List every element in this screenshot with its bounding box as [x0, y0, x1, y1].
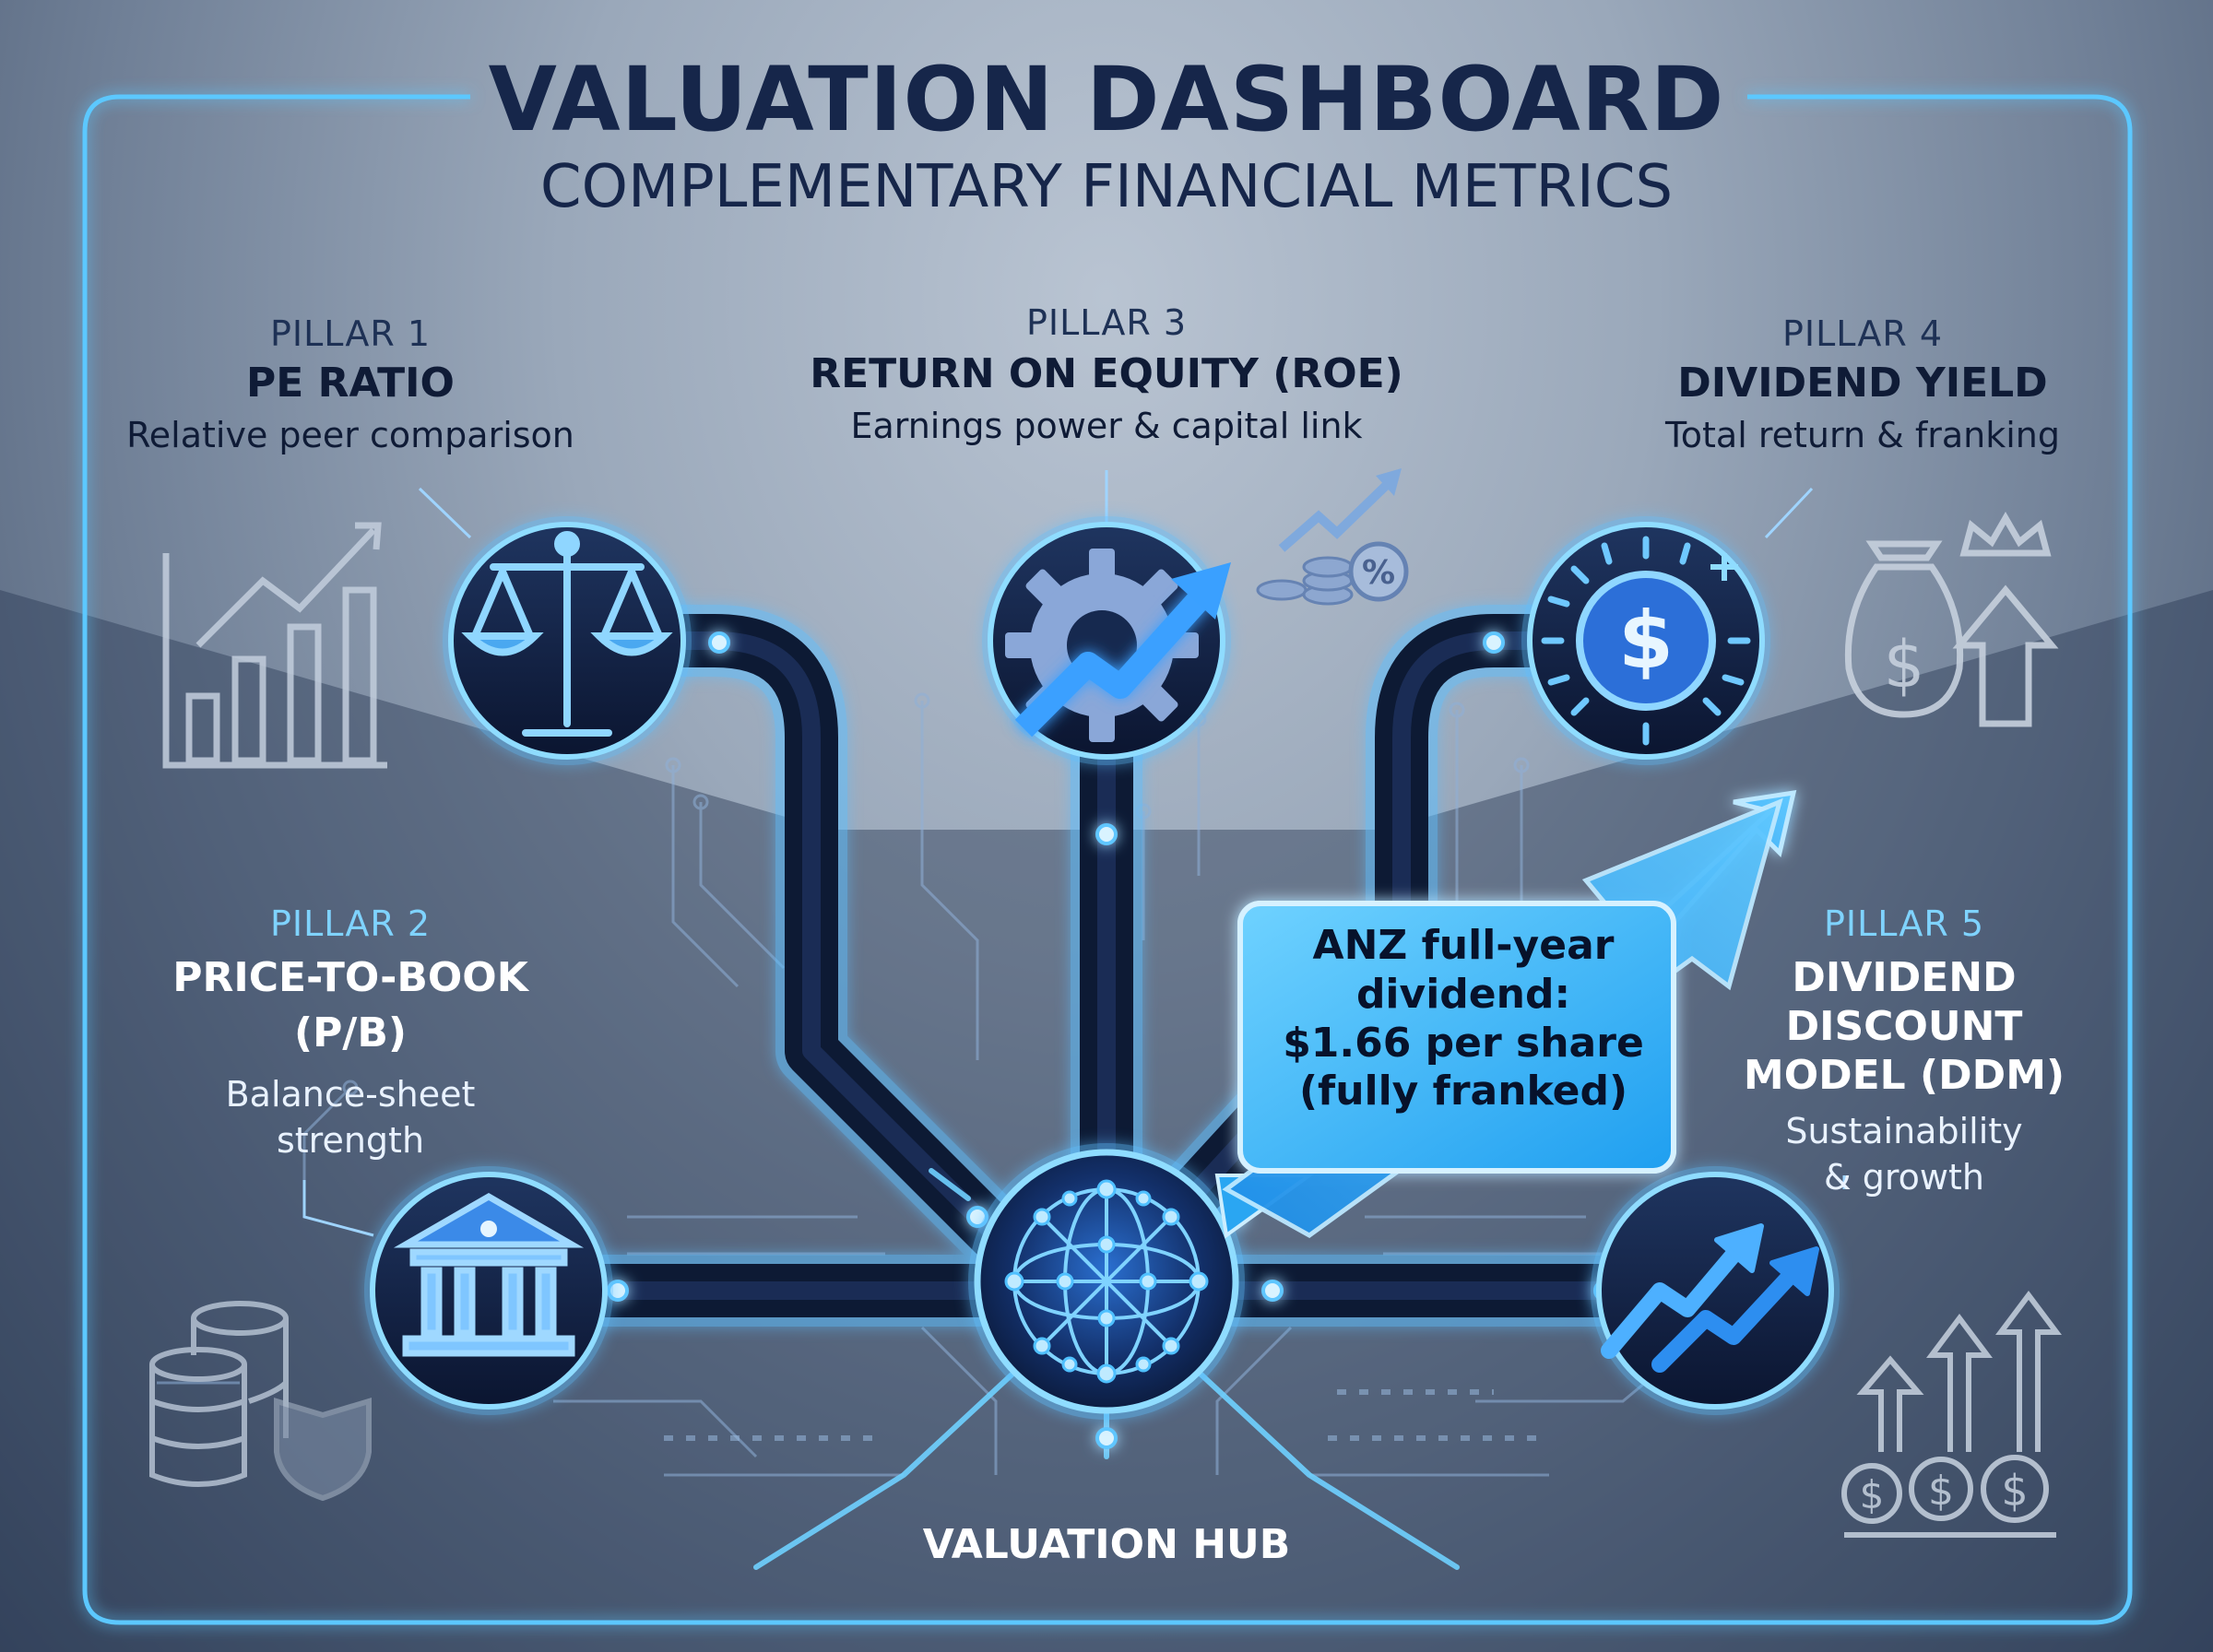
rising-arrow-icon — [1222, 797, 1783, 1238]
callout-line-2: dividend: — [1355, 970, 1571, 1018]
dollar-coins-arrows-icon: $ $ $ — [1841, 1291, 2062, 1538]
money-bag-crown-icon: $ — [1844, 511, 2059, 727]
bank-icon — [393, 1192, 585, 1357]
pillar-5-label: PILLAR 5 — [1824, 903, 1984, 944]
pillar-2-desc-line-2: strength — [276, 1120, 425, 1161]
svg-text:$: $ — [1884, 627, 1925, 702]
hub-label: VALUATION HUB — [922, 1521, 1291, 1568]
pillar-2-label: PILLAR 2 — [270, 903, 431, 944]
pillar-1-label: PILLAR 1 — [270, 313, 431, 354]
pillar-1-name: PE RATIO — [246, 360, 455, 407]
pillar-4-desc: Total return & franking — [1665, 415, 2060, 455]
growth-arrows-icon — [1601, 1223, 1819, 1373]
pillar-5-node[interactable] — [1591, 1166, 1840, 1415]
pillar-1-node[interactable] — [443, 516, 692, 765]
pillar-2-name-line-2: (P/B) — [293, 1009, 408, 1056]
leader-lines — [302, 470, 1846, 1237]
svg-text:%: % — [1362, 554, 1395, 592]
gear-arrow-icon — [1005, 549, 1231, 742]
pillar-5-name-line-2: DISCOUNT — [1785, 1003, 2023, 1050]
svg-text:$: $ — [1618, 595, 1674, 687]
pillar-5-name-line-1: DIVIDEND — [1792, 954, 2017, 1001]
frame-border — [82, 94, 2133, 1625]
dollar-coin-icon: $ — [1541, 536, 1751, 746]
pillar-3-name: RETURN ON EQUITY (ROE) — [810, 350, 1403, 397]
pillar-2-name-line-1: PRICE-TO-BOOK — [172, 954, 528, 1001]
svg-text:$: $ — [1928, 1468, 1954, 1515]
pillar-4-label: PILLAR 4 — [1782, 313, 1943, 354]
coin-stack-shield-icon — [149, 1301, 372, 1502]
pillar-4-name: DIVIDEND YIELD — [1677, 360, 2048, 407]
valuation-hub-node[interactable] — [968, 1143, 1245, 1420]
pillar-4-node[interactable]: $ — [1521, 516, 1770, 765]
pillar-2-node[interactable] — [364, 1166, 613, 1415]
bar-chart-icon — [162, 522, 387, 769]
page-subtitle: COMPLEMENTARY FINANCIAL METRICS — [539, 153, 1674, 221]
network-globe-icon — [1004, 1179, 1209, 1384]
coins-percent-icon: % — [1256, 468, 1409, 606]
callout-line-1: ANZ full-year — [1312, 922, 1615, 969]
pillar-3-label: PILLAR 3 — [1026, 302, 1187, 343]
callout-line-3: $1.66 per share — [1283, 1019, 1644, 1067]
pillar-5-name-line-3: MODEL (DDM) — [1743, 1052, 2065, 1099]
svg-text:$: $ — [1860, 1472, 1885, 1517]
callout-text: ANZ full-year dividend: $1.66 per share … — [1247, 922, 1680, 1116]
pillar-3-node[interactable] — [982, 516, 1231, 765]
pillar-2-desc-line-1: Balance-sheet — [225, 1074, 476, 1115]
dashed-traces — [664, 1389, 1549, 1441]
svg-text:$: $ — [2001, 1466, 2028, 1516]
scales-icon — [461, 531, 673, 737]
page-title: VALUATION DASHBOARD — [488, 48, 1725, 151]
callout-line-4: (fully franked) — [1298, 1068, 1628, 1115]
pillar-5-desc-line-1: Sustainability — [1785, 1111, 2023, 1151]
pillar-1-desc: Relative peer comparison — [126, 415, 574, 455]
pillar-3-desc: Earnings power & capital link — [850, 406, 1363, 446]
pillar-5-desc-line-2: & growth — [1824, 1157, 1984, 1198]
